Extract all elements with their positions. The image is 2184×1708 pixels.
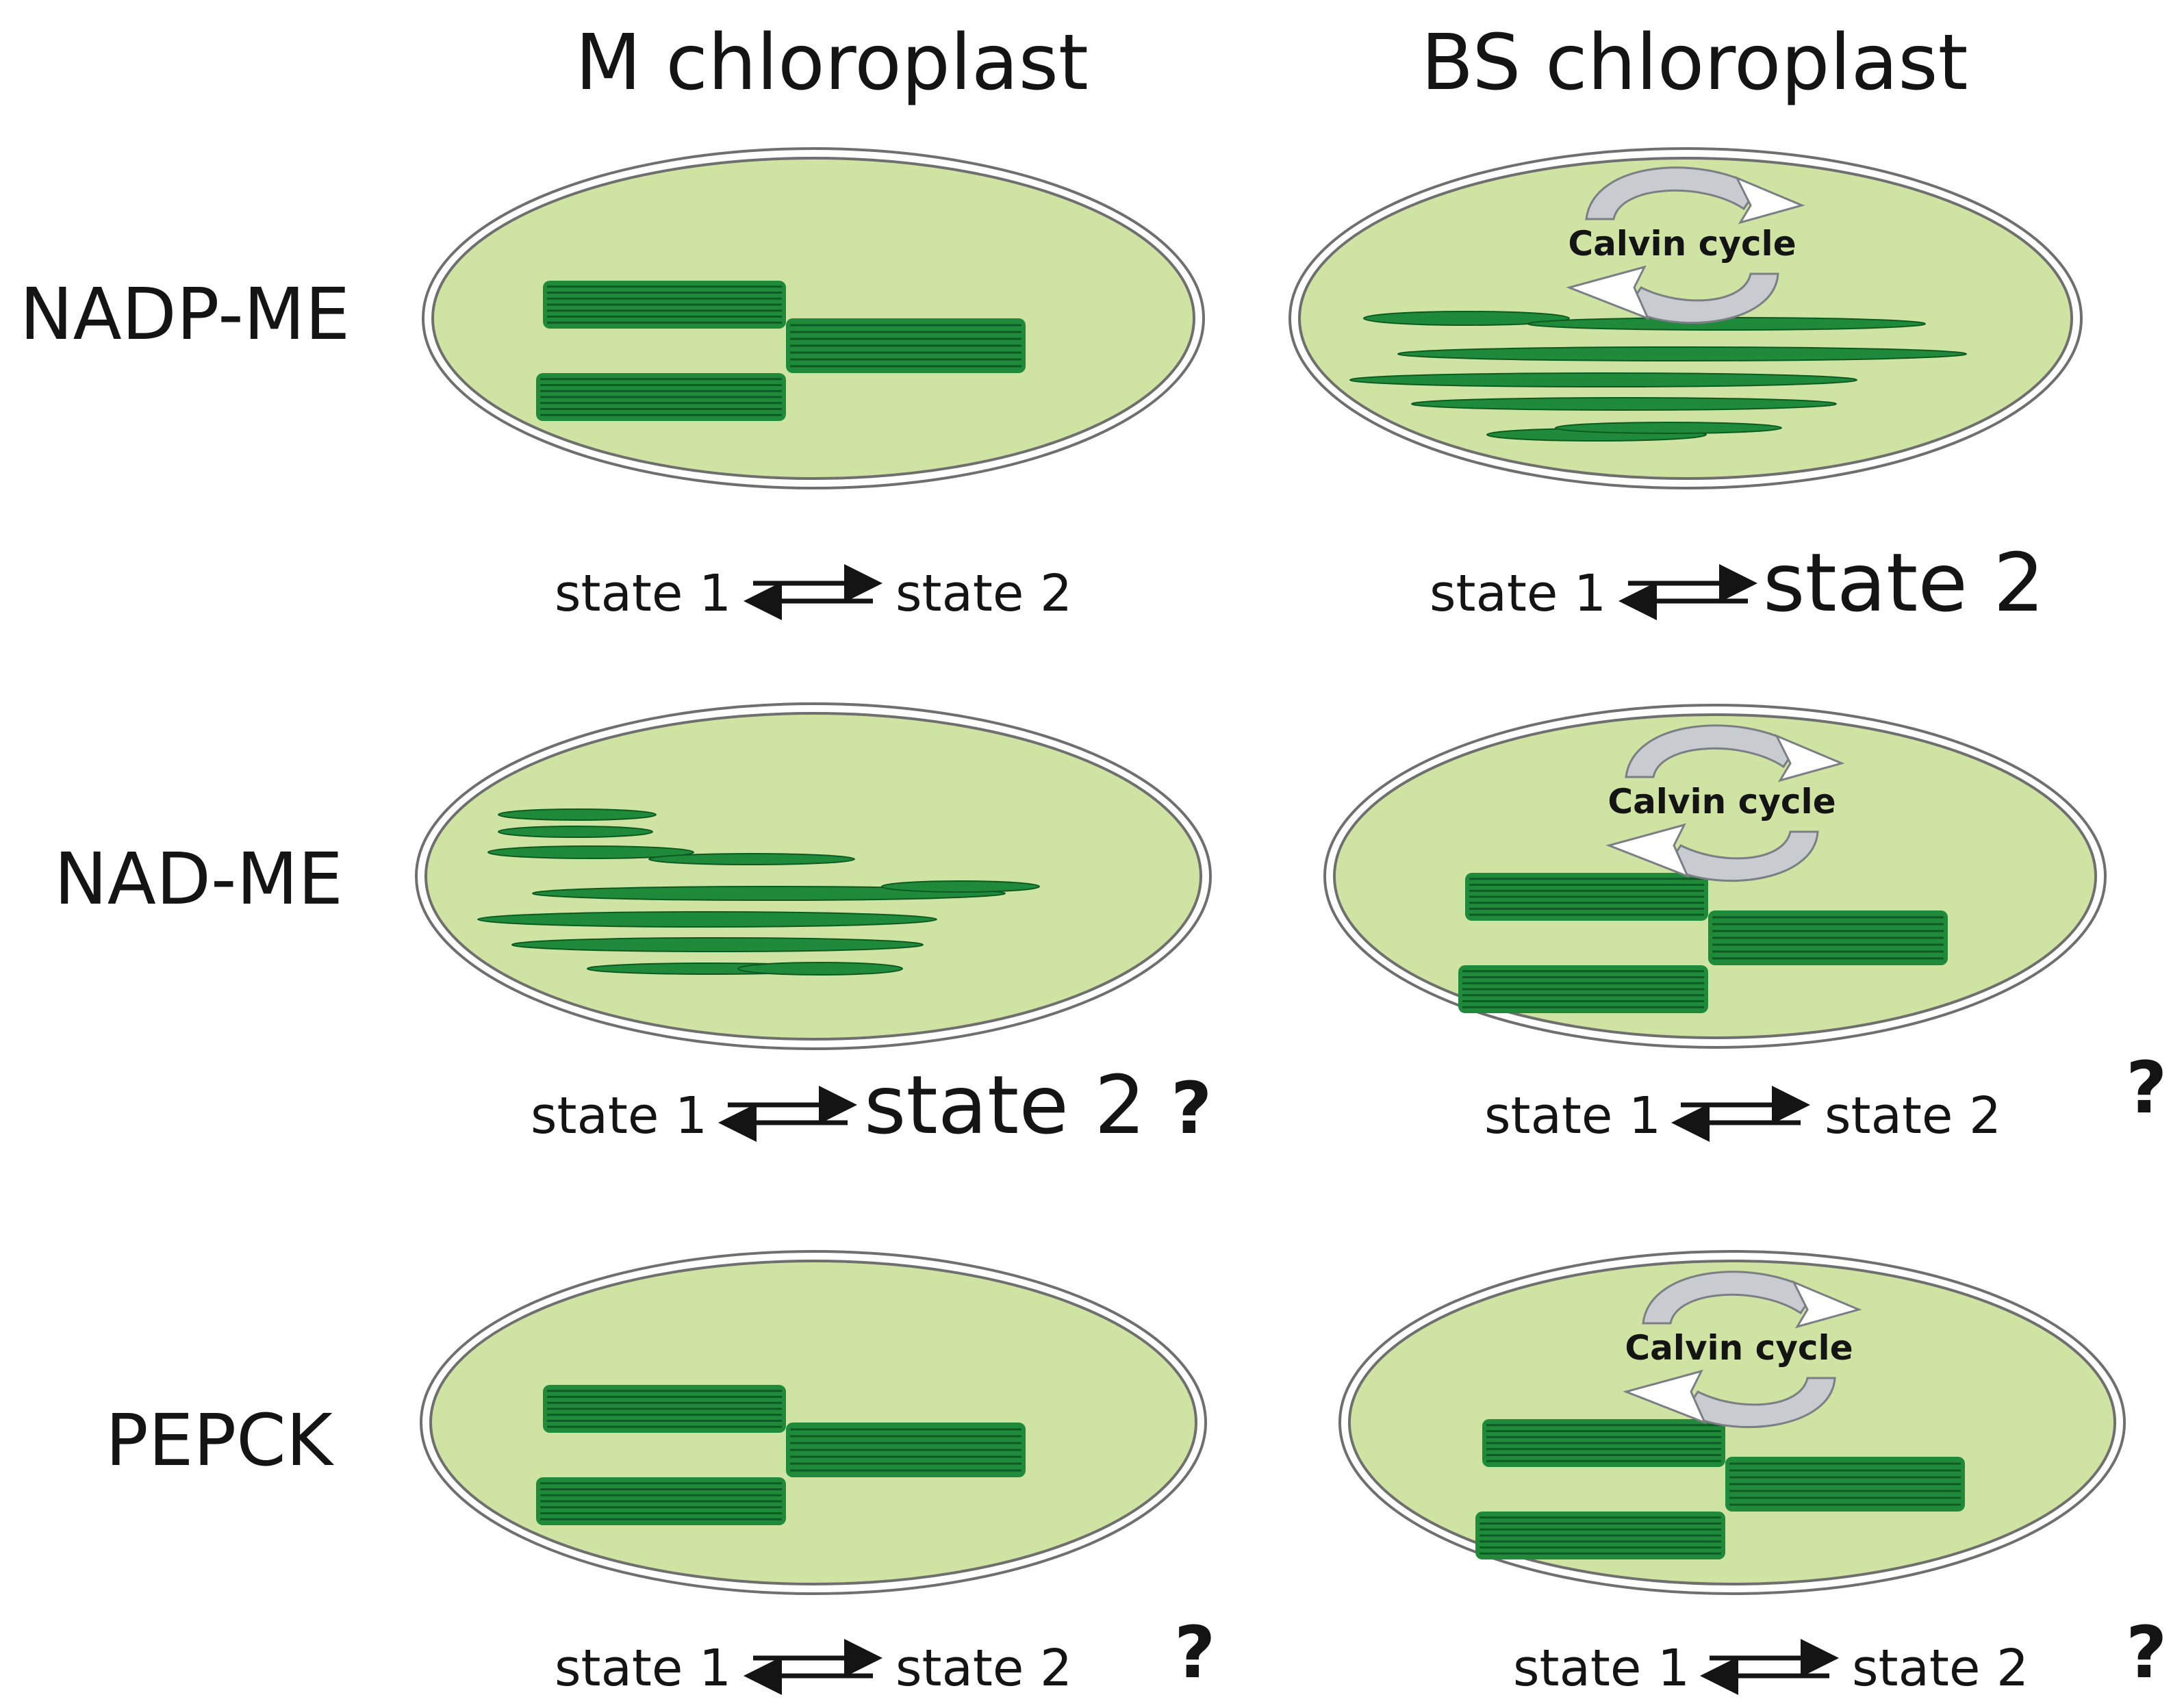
stroma-lamella: [477, 911, 937, 928]
row-label-pepck: PEPCK: [105, 1399, 335, 1482]
granum-stack: [543, 1385, 786, 1433]
state-equilibrium-nadp-me-mesophyll: state 1 state 2: [555, 564, 1072, 623]
granum-stack: [1482, 1419, 1725, 1467]
stroma: [424, 712, 1202, 1041]
granum-stack: [543, 281, 786, 329]
stroma-lamella: [1397, 346, 1967, 361]
row-label-nadp-me: NADP-ME: [20, 272, 350, 356]
state2-label-emphasized: state 2: [864, 1058, 1146, 1152]
stroma-lamella: [737, 962, 903, 976]
state-equilibrium-pepck-bundle-sheath: state 1 state 2 ?: [1513, 1611, 2167, 1698]
stroma-lamella: [648, 853, 855, 865]
question-mark: ?: [2126, 1046, 2167, 1130]
column-title-mesophyll: M chloroplast: [575, 18, 1089, 107]
stroma-lamella: [1411, 397, 1837, 411]
cycle-arrowhead-lower: [1605, 823, 1690, 878]
row-label-nad-me: NAD-ME: [54, 837, 343, 921]
calvin-cycle-label: Calvin cycle: [1608, 782, 1836, 821]
lamellae-group: [477, 808, 1040, 976]
calvin-cycle: Calvin cycle: [1623, 1271, 1862, 1428]
chloroplast-nad-me-mesophyll: [415, 702, 1212, 1050]
cycle-arrowhead-upper: [1791, 1280, 1862, 1329]
cycle-arrowhead-upper: [1774, 734, 1845, 782]
granum-stack: [536, 1477, 786, 1525]
question-mark: ?: [1171, 1067, 1212, 1150]
state2-label: state 2: [896, 1639, 1072, 1698]
granum-stack: [1458, 965, 1708, 1013]
stroma-lamella: [1555, 422, 1782, 434]
stroma-lamella: [511, 937, 924, 952]
state2-label: state 2: [1825, 1086, 2001, 1145]
state1-label: state 1: [1430, 564, 1606, 623]
cycle-arrowhead-lower: [1566, 265, 1650, 320]
calvin-cycle: Calvin cycle: [1566, 166, 1805, 324]
stroma-lamella: [532, 886, 1006, 901]
granum-stack: [786, 318, 1026, 373]
state2-label-emphasized: state 2: [1763, 535, 2045, 630]
granum-stack: [1725, 1457, 1965, 1512]
state1-label: state 1: [1513, 1639, 1690, 1698]
column-title-bundle-sheath: BS chloroplast: [1421, 18, 1968, 107]
cycle-arrowhead-upper: [1734, 176, 1805, 225]
state-equilibrium-nad-me-bundle-sheath: state 1 state 2 ?: [1484, 1046, 2167, 1145]
state-equilibrium-nadp-me-bundle-sheath: state 1 state 2: [1430, 535, 2045, 630]
stroma-lamella: [487, 845, 694, 859]
granum-stack: [536, 373, 786, 421]
chloroplast-nadp-me-mesophyll: [422, 147, 1205, 489]
question-mark: ?: [2126, 1611, 2167, 1694]
calvin-cycle: Calvin cycle: [1605, 724, 1845, 882]
state1-label: state 1: [555, 1639, 731, 1698]
state-equilibrium-nad-me-mesophyll: state 1 state 2 ?: [531, 1058, 1212, 1152]
question-mark: ?: [1174, 1611, 1215, 1694]
lamellae-group: [1349, 311, 1967, 442]
calvin-cycle-label: Calvin cycle: [1625, 1328, 1853, 1368]
chloroplast-pepck-mesophyll: [420, 1250, 1207, 1595]
stroma-lamella: [881, 880, 1040, 893]
stroma-lamella: [1349, 372, 1857, 387]
state1-label: state 1: [555, 564, 731, 623]
granum-stack: [786, 1423, 1026, 1477]
granum-stack: [1475, 1512, 1725, 1559]
stroma-lamella: [498, 826, 653, 838]
state1-label: state 1: [531, 1086, 707, 1145]
state2-label: state 2: [1852, 1639, 2029, 1698]
chloroplast-nadp-me-bundle-sheath: Calvin cycle: [1288, 147, 2083, 489]
granum-stack: [1708, 910, 1948, 965]
state1-label: state 1: [1484, 1086, 1661, 1145]
calvin-cycle-label: Calvin cycle: [1568, 224, 1796, 264]
stroma-lamella: [1363, 311, 1570, 326]
cycle-arrowhead-lower: [1623, 1369, 1707, 1425]
granum-stack: [1465, 873, 1708, 921]
state-equilibrium-pepck-mesophyll: state 1 state 2 ?: [555, 1611, 1215, 1698]
stroma-lamella: [498, 808, 657, 821]
chloroplast-nad-me-bundle-sheath: Calvin cycle: [1323, 704, 2107, 1049]
state2-label: state 2: [896, 564, 1072, 623]
chloroplast-pepck-bundle-sheath: Calvin cycle: [1338, 1250, 2126, 1595]
